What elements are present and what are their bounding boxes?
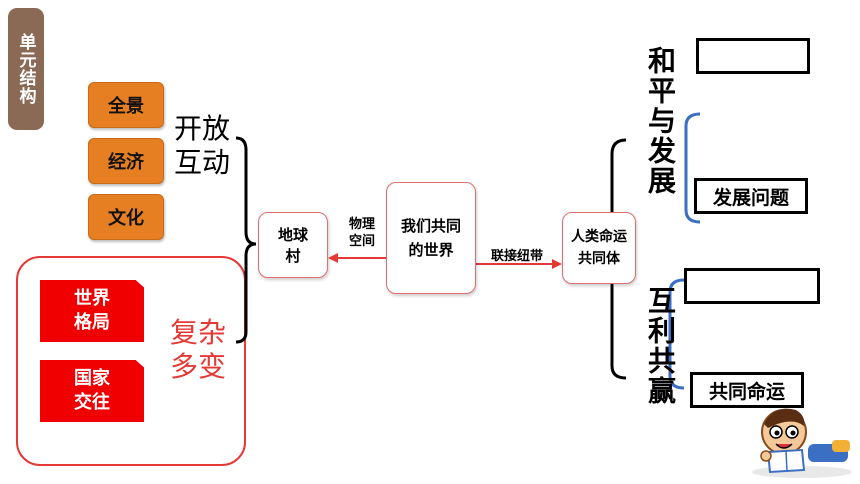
blue-bracket-bottom xyxy=(668,278,685,390)
arrowhead-left xyxy=(328,253,338,263)
label-mutual-benefit: 互利共赢 xyxy=(644,286,677,406)
node-shared-future: 人类命运共同体 xyxy=(562,212,636,284)
answer-development-issue: 发展问题 xyxy=(694,178,808,214)
arrowhead-right xyxy=(552,259,562,269)
student-reading-cartoon xyxy=(752,408,852,478)
answer-common-destiny: 共同命运 xyxy=(690,372,804,408)
box-culture: 文化 xyxy=(88,194,164,240)
left-bracket xyxy=(235,136,257,344)
node-common-world: 我们共同的世界 xyxy=(386,182,476,294)
node-global-village: 地球村 xyxy=(258,212,328,278)
label-complex-changing: 复杂多变 xyxy=(170,316,227,383)
blank-box-mutual[interactable] xyxy=(684,268,820,304)
complex-region-frame xyxy=(16,256,246,466)
box-world-pattern: 世界格局 xyxy=(40,280,144,342)
blank-box-peace[interactable] xyxy=(696,38,810,74)
link-physical-space: 物理空间 xyxy=(348,217,375,249)
box-economy: 经济 xyxy=(88,138,164,184)
label-peace-development: 和平与发展 xyxy=(644,46,677,196)
blue-bracket-top xyxy=(684,112,701,224)
box-panorama: 全景 xyxy=(88,82,164,128)
link-bond: 联接纽带 xyxy=(490,249,543,264)
box-state-relations: 国家交往 xyxy=(40,360,144,422)
unit-structure-tag: 单元结构 xyxy=(8,8,44,130)
label-open-interaction: 开放互动 xyxy=(174,112,231,179)
